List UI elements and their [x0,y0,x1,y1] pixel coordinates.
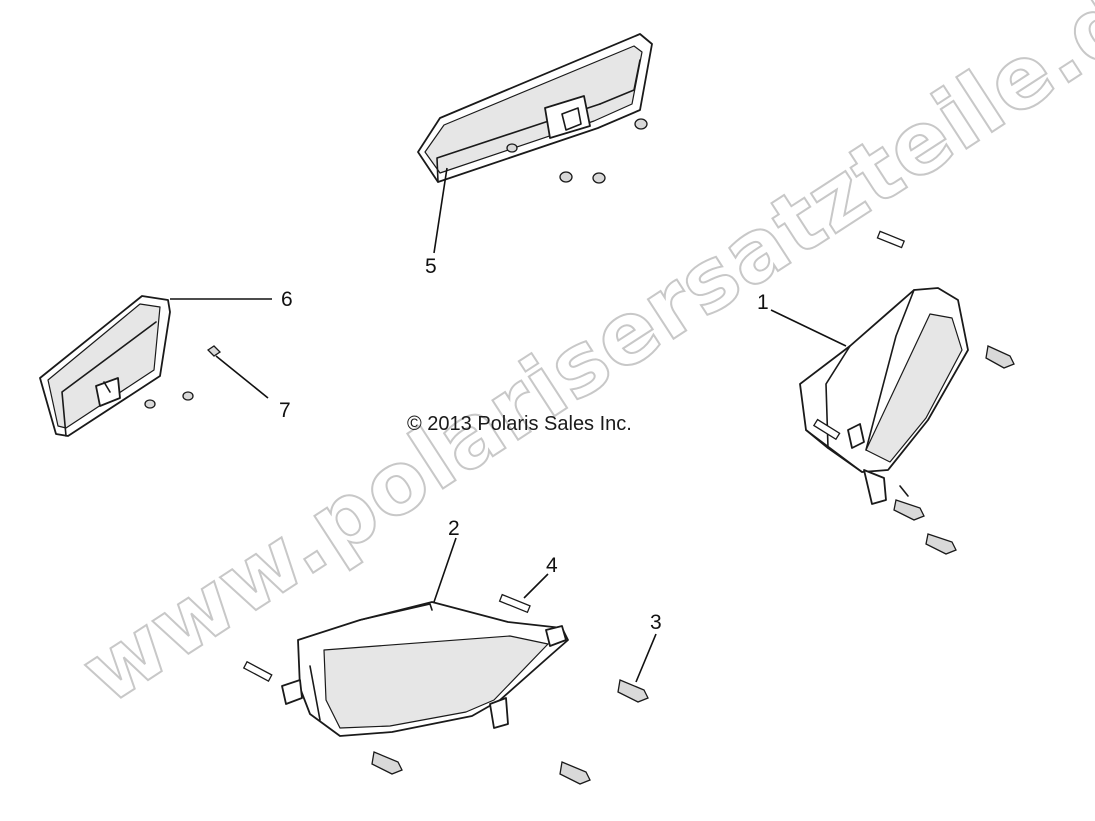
part-1-bolt-top [876,230,906,249]
leader-1 [770,309,847,347]
part-5-nut-2 [592,172,606,184]
leader-4 [523,573,549,599]
part-1-right-headlight[interactable] [799,230,1015,555]
part-1-clip-1 [985,345,1015,369]
leader-2 [433,537,457,603]
part-2-clip-b [559,761,591,785]
part-4-bolt[interactable] [498,593,531,614]
part-5-nut-3 [559,171,573,183]
part-3-clip[interactable] [617,679,649,703]
part-6-nut-a [144,399,156,409]
part-2-bottom-headlight[interactable] [281,601,569,737]
part-1-bolt-bottom [812,418,841,441]
callout-5[interactable]: 5 [425,255,437,278]
callout-2[interactable]: 2 [448,517,460,540]
callout-3[interactable]: 3 [650,611,662,634]
part-6-left-lamp[interactable] [39,295,171,437]
leader-7 [215,355,269,399]
leader-5 [433,167,448,254]
callout-7[interactable]: 7 [279,399,291,422]
callout-4[interactable]: 4 [546,554,558,577]
callout-6[interactable]: 6 [281,288,293,311]
part-5-nut-4 [634,118,648,130]
part-1-clip-3 [925,533,957,555]
part-2-clip-a [371,751,403,775]
copyright-text: © 2013 Polaris Sales Inc. [407,413,632,435]
part-6-nut-b [182,391,194,401]
part-1-clip-2 [893,499,925,521]
part-5-top-lamp[interactable] [417,33,653,184]
part-7-nut[interactable] [206,345,222,357]
part-2-bolt-left [242,660,273,682]
leader-3 [635,633,657,683]
part-5-nut-1 [506,143,518,153]
callout-1[interactable]: 1 [757,291,769,314]
